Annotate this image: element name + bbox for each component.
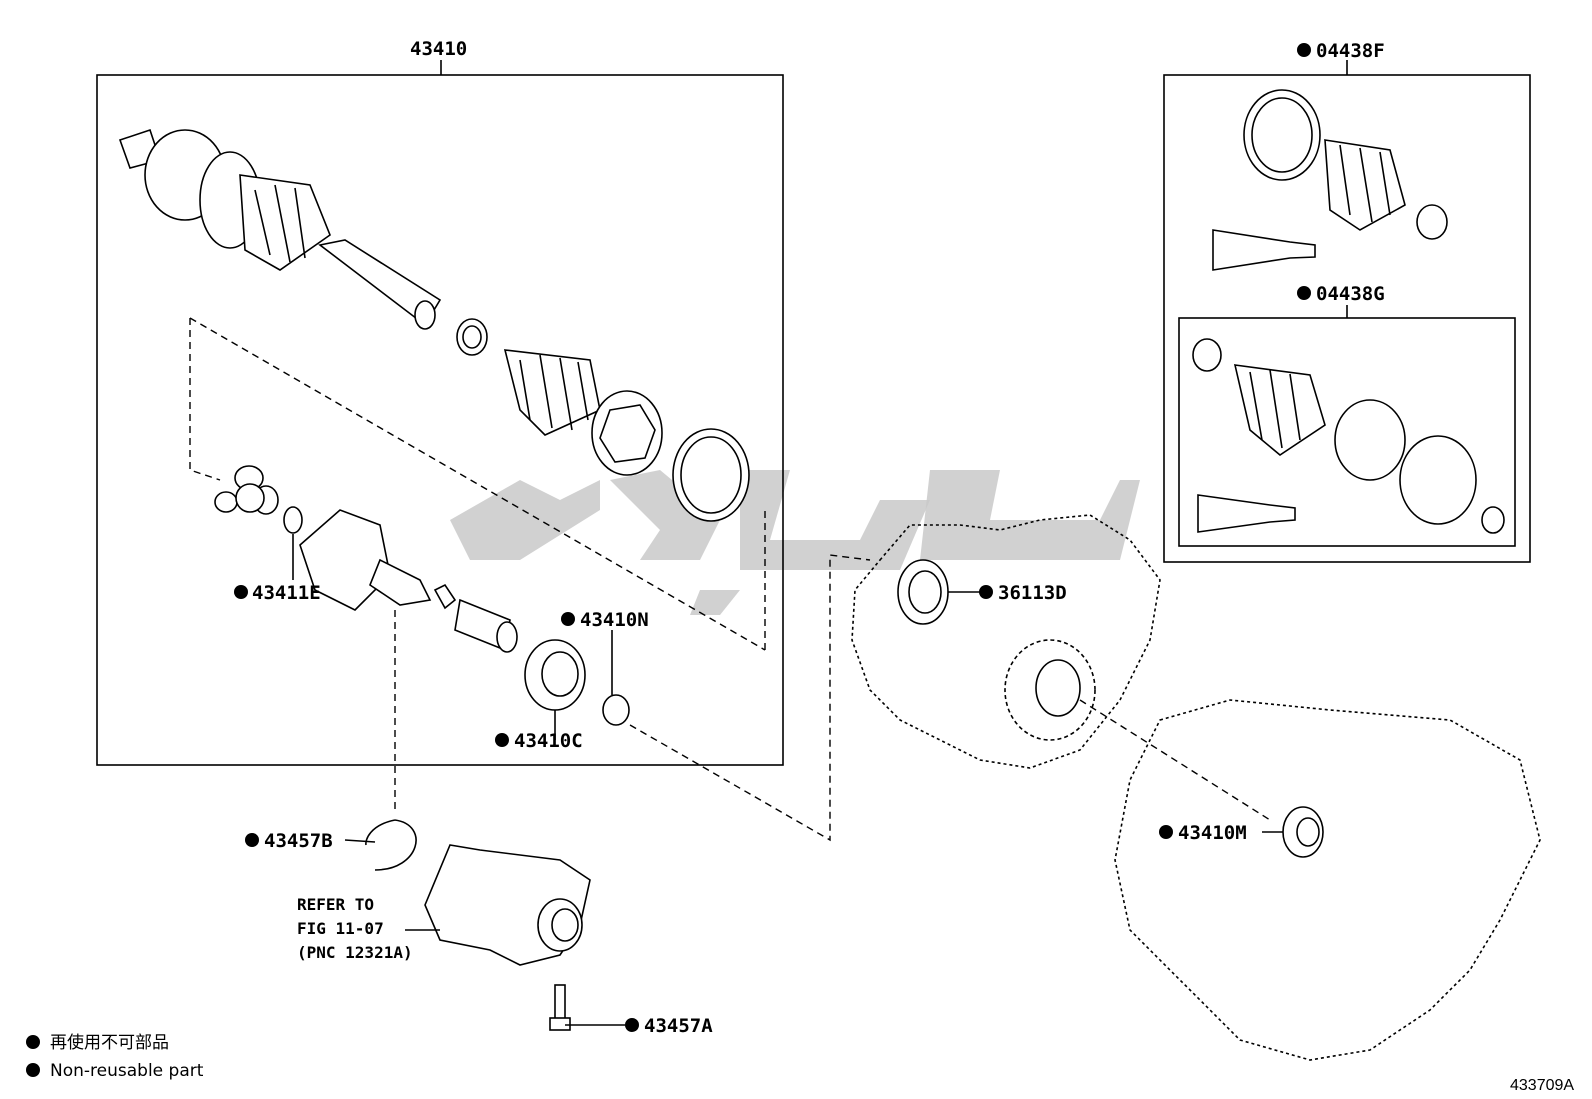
label-43410c: 43410C [514,730,583,752]
leader-lines [292,534,1283,1026]
snap-ring-43410n [602,694,630,726]
figure-id: 433709A [1510,1077,1574,1094]
label-43410m: 43410M [1178,822,1247,844]
kit-04438f-box [1163,60,1531,563]
tripod [214,465,279,515]
legend-en: Non-reusable part [50,1061,204,1081]
label-43411e: 43411E [252,582,321,604]
legend-jp: 再使用不可部品 [50,1032,169,1053]
inner-joint-shaft [299,509,518,653]
kit-04438g-box [1178,305,1516,547]
bracket [424,844,591,966]
snap-ring-43457b [365,819,417,871]
label-04438g: 04438G [1316,283,1385,305]
bearing-43410c [524,639,586,711]
hex-ring [591,390,663,476]
snap-ring-43411e [283,506,303,534]
label-43410: 43410 [410,38,467,60]
transaxle-housing [1114,699,1541,1061]
dashed-guides [189,317,1271,842]
main-assembly-box [96,60,784,766]
label-43457a: 43457A [644,1015,713,1037]
bearing-43410m [1282,806,1324,858]
inner-boot [503,349,601,436]
label-bullets [26,43,1311,1077]
label-36113d: 36113D [998,582,1067,604]
refer-line-2: FIG 11-07 [297,919,384,938]
label-43457b: 43457B [264,830,333,852]
large-clamp [672,428,750,522]
transmission-case [851,514,1161,769]
refer-line-1: REFER TO [297,895,374,914]
label-43410n: 43410N [580,609,649,631]
refer-line-3: (PNC 12321A) [297,943,413,962]
label-04438f: 04438F [1316,40,1385,62]
outer-joint-shaft [118,128,442,330]
watermark-logo [450,470,1140,615]
bolt-43457a [549,984,571,1031]
small-clamp [456,318,488,356]
